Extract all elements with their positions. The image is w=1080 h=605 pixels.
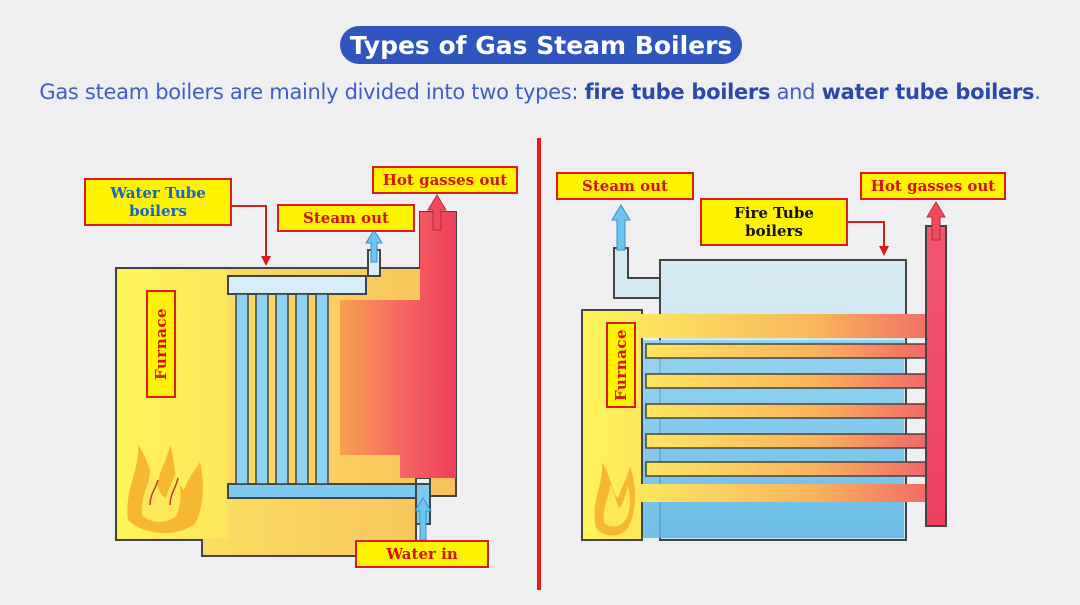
subtitle-water-tube: water tube boilers	[821, 80, 1035, 104]
water-in-text: Water in	[386, 545, 458, 563]
subtitle-and: and	[770, 80, 822, 104]
water-tube-label-leader	[231, 205, 267, 262]
section-divider	[537, 138, 541, 590]
water-tube-label-arrowhead	[261, 256, 271, 266]
fire-tube-label-arrowhead	[879, 246, 889, 256]
subtitle-end: .	[1034, 80, 1041, 104]
furnace-label-left: Furnace	[146, 290, 176, 398]
fire-tube-boilers-label: Fire Tube boilers	[700, 198, 848, 246]
steam-out-label-right: Steam out	[556, 172, 694, 200]
fire-tube-boiler	[581, 201, 947, 541]
furnace-text-right: Furnace	[612, 329, 630, 401]
hot-gasses-out-label-left: Hot gasses out	[372, 166, 518, 194]
steam-out-pipe-right	[613, 247, 661, 299]
water-tube-label-line1: Water Tube	[110, 184, 206, 202]
page-title-text: Types of Gas Steam Boilers	[349, 30, 733, 60]
flame-icon-right	[594, 462, 636, 536]
water-tube-boilers-label: Water Tube boilers	[84, 178, 232, 226]
water-tube-top-drum	[227, 275, 367, 295]
fire-tube-label-line2: boilers	[745, 222, 803, 240]
flame-icon	[127, 445, 203, 533]
page-title: Types of Gas Steam Boilers	[340, 26, 742, 64]
hot-gasses-out-text-right: Hot gasses out	[870, 177, 996, 195]
furnace-label-right: Furnace	[606, 322, 636, 408]
hot-gas-arrow-left	[427, 194, 447, 231]
water-tube-boiler	[115, 194, 457, 557]
steam-out-text-right: Steam out	[582, 177, 668, 195]
water-tubes	[235, 293, 329, 485]
fire-tube-chimney	[925, 225, 947, 527]
steam-out-arrow-left	[365, 229, 383, 263]
water-tube-bottom-drum	[227, 483, 429, 499]
water-tube-gas-zone	[340, 212, 456, 478]
hot-gasses-out-text-left: Hot gasses out	[382, 171, 508, 189]
hot-gasses-out-label-right: Hot gasses out	[860, 172, 1006, 200]
furnace-text-left: Furnace	[152, 308, 170, 380]
fire-tube-label-line1: Fire Tube	[734, 204, 814, 222]
fire-tube-label-leader	[846, 221, 885, 250]
subtitle-intro: Gas steam boilers are mainly divided int…	[39, 80, 585, 104]
steam-out-label-left: Steam out	[277, 204, 415, 232]
water-in-label: Water in	[355, 540, 489, 568]
steam-out-text-left: Steam out	[303, 209, 389, 227]
page-subtitle: Gas steam boilers are mainly divided int…	[0, 80, 1080, 104]
hot-gas-arrow-right	[926, 201, 946, 241]
water-tube-label-line2: boilers	[129, 202, 187, 220]
subtitle-fire-tube: fire tube boilers	[584, 80, 771, 104]
steam-out-arrow-right	[611, 204, 631, 251]
fire-tube-gas-chamber	[640, 314, 940, 338]
